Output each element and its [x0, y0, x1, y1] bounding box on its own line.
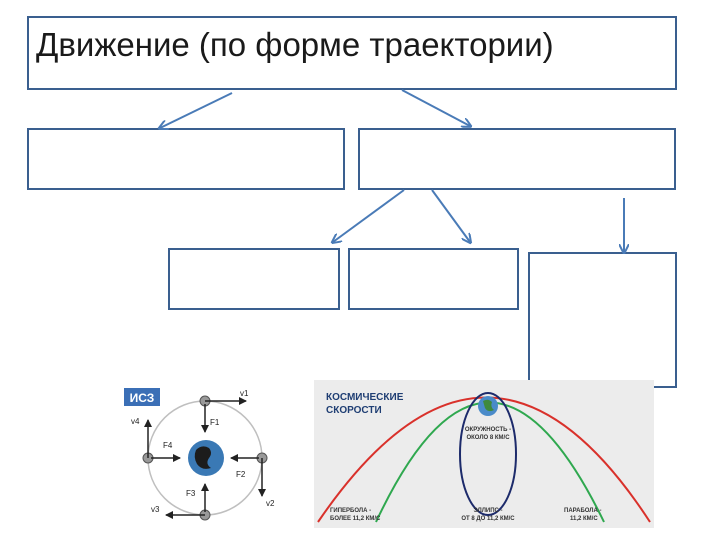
title-box — [27, 16, 677, 90]
isz-badge — [124, 388, 160, 406]
blank-box-right — [358, 128, 676, 190]
diagram-title: Движение (по форме траектории) — [36, 26, 554, 63]
arrow-right-to-sub-1 — [333, 189, 405, 242]
isz-badge-label: ИСЗ — [130, 391, 155, 405]
ellipse-label-2: ОТ 8 ДО 11,2 КМ/С — [461, 516, 515, 522]
blank-box-sub-2 — [348, 248, 519, 310]
blank-box-sub-3 — [528, 252, 677, 388]
hyperbola-label-2: БОЛЕЕ 11,2 КМ/С — [330, 516, 381, 522]
ellipse-label-1: ЭЛЛИПС - — [473, 508, 502, 514]
ellipse-orbit — [459, 392, 517, 516]
arrow-right-to-sub-2 — [431, 189, 470, 242]
arrow-title-to-right — [401, 89, 470, 126]
blank-box-left — [27, 128, 345, 190]
f1-label: F1 — [210, 418, 220, 427]
parabola-label-2: 11,2 КМ/С — [570, 516, 598, 522]
arrow-title-to-left — [160, 92, 233, 128]
space-title-line1: КОСМИЧЕСКИЕ — [326, 392, 404, 403]
v3-label: v3 — [151, 505, 160, 514]
hyperbola-label-1: ГИПЕРБОЛА - — [330, 508, 371, 514]
circle-label-2: ОКОЛО 8 КМ/С — [466, 435, 510, 441]
parabola-label-1: ПАРАБОЛА - — [564, 508, 602, 514]
f2-label: F2 — [236, 470, 246, 479]
f3-label: F3 — [186, 489, 196, 498]
v1-label: v1 — [240, 389, 249, 398]
v2-label: v2 — [266, 499, 275, 508]
blank-box-sub-1 — [168, 248, 340, 310]
circle-label-1: ОКРУЖНОСТЬ - — [465, 427, 511, 433]
v4-label: v4 — [131, 417, 140, 426]
f4-label: F4 — [163, 441, 173, 450]
space-title-line2: СКОРОСТИ — [326, 405, 382, 416]
